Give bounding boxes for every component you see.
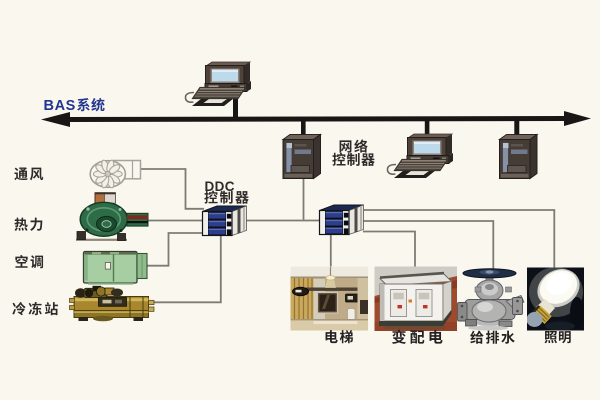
svg-text:BAS: BAS <box>44 98 76 114</box>
svg-text:DDC: DDC <box>205 179 235 194</box>
